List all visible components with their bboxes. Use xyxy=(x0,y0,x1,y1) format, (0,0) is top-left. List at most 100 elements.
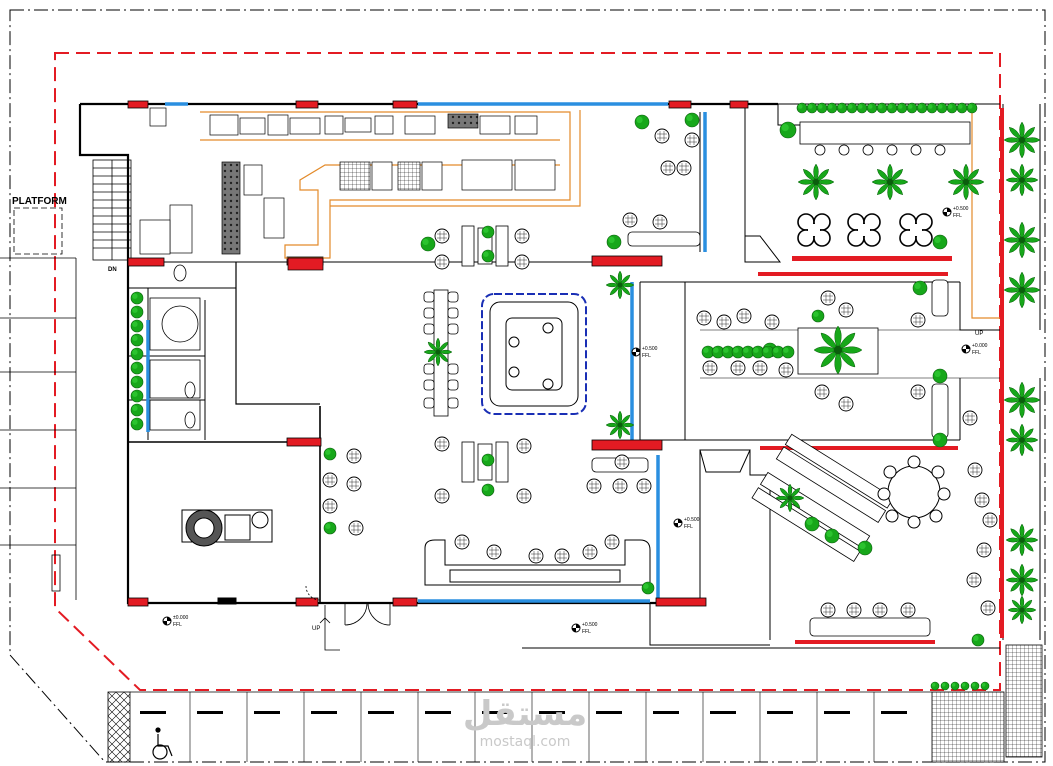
up-arrow-left xyxy=(319,605,340,651)
round-table-icon xyxy=(736,308,752,324)
round-table-icon xyxy=(696,310,712,326)
round-table-icon xyxy=(910,312,926,328)
watermark-arabic: مستقل xyxy=(463,694,587,734)
round-table-icon xyxy=(967,462,983,478)
round-table-icon xyxy=(716,314,732,330)
round-table-icon xyxy=(346,476,362,492)
parking-dashes xyxy=(140,692,907,762)
parking-line xyxy=(482,711,508,714)
quatrefoil-table-icon xyxy=(847,213,881,247)
shrub-icon xyxy=(971,633,985,647)
shrub-icon xyxy=(966,102,978,114)
parking-line xyxy=(881,711,907,714)
round-table-icon xyxy=(454,534,470,550)
round-table-icon xyxy=(752,360,768,376)
palm-plant-icon xyxy=(1003,271,1041,309)
round-table-icon xyxy=(980,600,996,616)
palm-plant-icon xyxy=(1005,523,1039,557)
round-table-icon xyxy=(654,128,670,144)
shrub-icon xyxy=(912,280,928,296)
level-unit: FFL xyxy=(972,350,981,356)
shrub-icon xyxy=(721,345,735,359)
shrub-icon xyxy=(711,345,725,359)
shrub-icon xyxy=(130,389,144,403)
level-marker-lower-right: +0.500 FFL xyxy=(673,517,700,530)
round-table-icon xyxy=(660,160,676,176)
glazing xyxy=(146,102,707,603)
shrub-icon xyxy=(930,681,940,691)
quatrefoil-table-icon xyxy=(797,213,831,247)
shrub-icon xyxy=(980,681,990,691)
parking-line xyxy=(539,711,565,714)
chair-icon xyxy=(910,144,922,156)
parking-line xyxy=(653,711,679,714)
level-value: +0.500 xyxy=(953,206,969,212)
level-unit: FFL xyxy=(642,353,651,359)
round-table-icon xyxy=(702,360,718,376)
shrub-icon xyxy=(130,291,144,305)
round-table-icon xyxy=(346,448,362,464)
shrub-icon xyxy=(481,483,495,497)
shrub-icon xyxy=(323,521,337,535)
round-table-icon xyxy=(910,384,926,400)
shrub-icon xyxy=(481,453,495,467)
round-table-icon xyxy=(528,548,544,564)
shrub-icon xyxy=(684,112,700,128)
shrub-icon xyxy=(970,681,980,691)
shrub-icon xyxy=(130,361,144,375)
level-value: +0.500 xyxy=(684,517,700,523)
machine-room xyxy=(181,509,273,605)
plants xyxy=(130,102,1041,691)
shrub-icon xyxy=(932,432,948,448)
quatrefoil-table-icon xyxy=(899,213,933,247)
shrub-icon xyxy=(606,234,622,250)
level-value: +0.500 xyxy=(642,346,658,352)
shrub-icon xyxy=(130,417,144,431)
palm-plant-icon xyxy=(1003,381,1041,419)
shrub-icon xyxy=(936,102,948,114)
parking-line xyxy=(824,711,850,714)
round-table-icon xyxy=(820,602,836,618)
palm-plant-icon xyxy=(797,163,835,201)
round-table-icon xyxy=(976,542,992,558)
quatrefoil-tables xyxy=(797,213,933,247)
shrub-icon xyxy=(886,102,898,114)
level-value: ±0.000 xyxy=(173,615,188,621)
shrub-icon xyxy=(932,368,948,384)
stair-dn-label: DN xyxy=(108,267,117,273)
staircase-icon xyxy=(92,159,132,261)
shrub-icon xyxy=(796,102,808,114)
palm-plant-icon xyxy=(1005,163,1039,197)
palm-plant-icon xyxy=(1003,221,1041,259)
round-table-icon xyxy=(514,254,530,270)
banquette-sofa xyxy=(424,539,651,586)
shrub-icon xyxy=(811,309,825,323)
palm-plant-icon xyxy=(775,483,805,513)
round-table-icon xyxy=(434,228,450,244)
round-table-icon xyxy=(514,228,530,244)
level-marker-entrance-left: ±0.000 FFL xyxy=(162,615,188,628)
site-boundary xyxy=(9,9,1046,763)
kitchen-equipment xyxy=(139,107,556,271)
chair-icon xyxy=(838,144,850,156)
shrub-icon xyxy=(940,681,950,691)
round-table-icon xyxy=(982,512,998,528)
shrub-icon xyxy=(779,121,797,139)
central-booth xyxy=(481,293,587,415)
round-table-icon xyxy=(516,488,532,504)
palm-plant-icon xyxy=(1005,563,1039,597)
parking-strip xyxy=(107,644,1043,763)
shrub-icon xyxy=(826,102,838,114)
shrub-icon xyxy=(896,102,908,114)
shrub-icon xyxy=(130,333,144,347)
round-tables xyxy=(322,128,998,618)
parking-line xyxy=(368,711,394,714)
shrub-icon xyxy=(956,102,968,114)
shrub-icon xyxy=(420,236,436,252)
communal-table xyxy=(423,289,459,417)
shrub-icon xyxy=(856,102,868,114)
shrub-icon xyxy=(804,516,820,532)
palm-plant-icon xyxy=(1005,423,1039,457)
shrub-icon xyxy=(824,528,840,544)
up-label-right: UP xyxy=(975,331,983,337)
